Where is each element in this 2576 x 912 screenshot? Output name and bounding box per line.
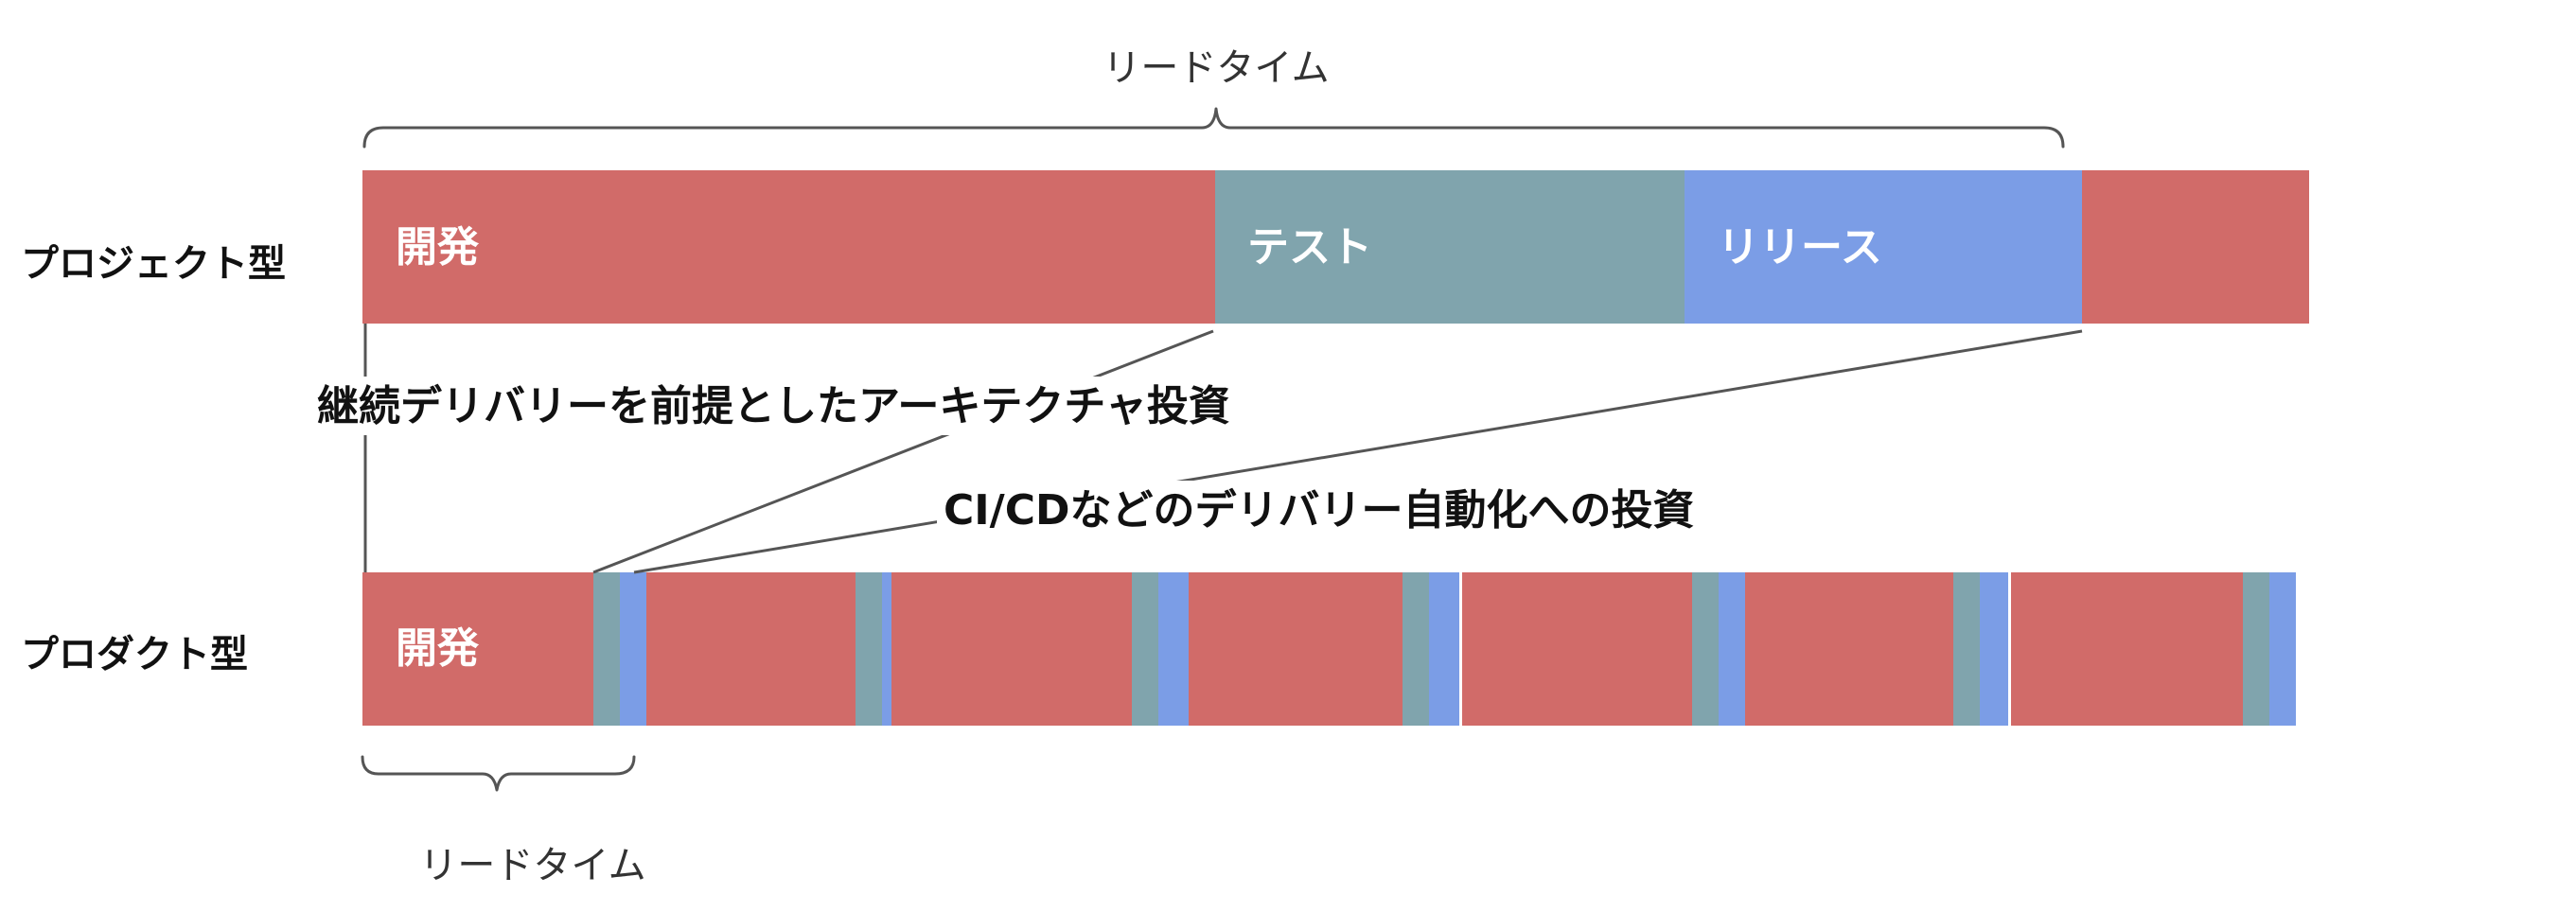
product-release-segment (2269, 572, 2296, 726)
project-dev-label: 開発 (396, 223, 480, 272)
product-dev-segment (362, 572, 593, 726)
product-row-label: プロダクト型 (21, 633, 248, 676)
product-test-segment (1403, 572, 1429, 726)
product-release-segment (620, 572, 646, 726)
product-test-segment (856, 572, 882, 726)
product-bar (362, 572, 2296, 726)
product-release-segment (882, 572, 891, 726)
product-dev-segment (2011, 572, 2243, 726)
project-lead-time-brace (362, 107, 2065, 149)
cicd-investment-label: CI/CDなどのデリバリー自動化への投資 (944, 486, 1695, 535)
product-release-segment (1429, 572, 1459, 726)
product-test-segment (1692, 572, 1719, 726)
project-row-label: プロジェクト型 (21, 242, 286, 286)
cicd-label-background (937, 481, 1722, 539)
project-test-label: テスト (1247, 223, 1372, 272)
architecture-investment-label: 継続デリバリーを前提としたアーキテクチャ投資 (317, 382, 1230, 430)
project-release-label: リリース (1718, 223, 1882, 272)
project-test-segment (1215, 170, 1685, 324)
product-lead-time-label: リードタイム (419, 844, 645, 887)
product-dev-segment (1189, 572, 1403, 726)
release-connector-line (633, 329, 2083, 574)
product-test-segment (593, 572, 620, 726)
product-dev-segment (891, 572, 1132, 726)
product-test-segment (2243, 572, 2269, 726)
project-next-dev-segment (2082, 170, 2309, 324)
product-dev-segment (646, 572, 856, 726)
product-release-segment (1158, 572, 1189, 726)
product-dev-label: 開発 (396, 624, 480, 673)
project-release-segment (1685, 170, 2082, 324)
project-bar (362, 170, 2309, 324)
architecture-label-background (312, 377, 1278, 435)
project-lead-time-label: リードタイム (1103, 46, 1329, 90)
product-test-segment (1953, 572, 1980, 726)
product-dev-segment (1745, 572, 1953, 726)
product-test-segment (1132, 572, 1158, 726)
product-dev-segment (1462, 572, 1692, 726)
product-lead-time-brace (361, 755, 636, 792)
product-release-segment (1719, 572, 1745, 726)
test-connector-line (592, 329, 1214, 574)
product-release-segment (1980, 572, 2008, 726)
project-dev-segment (362, 170, 1215, 324)
